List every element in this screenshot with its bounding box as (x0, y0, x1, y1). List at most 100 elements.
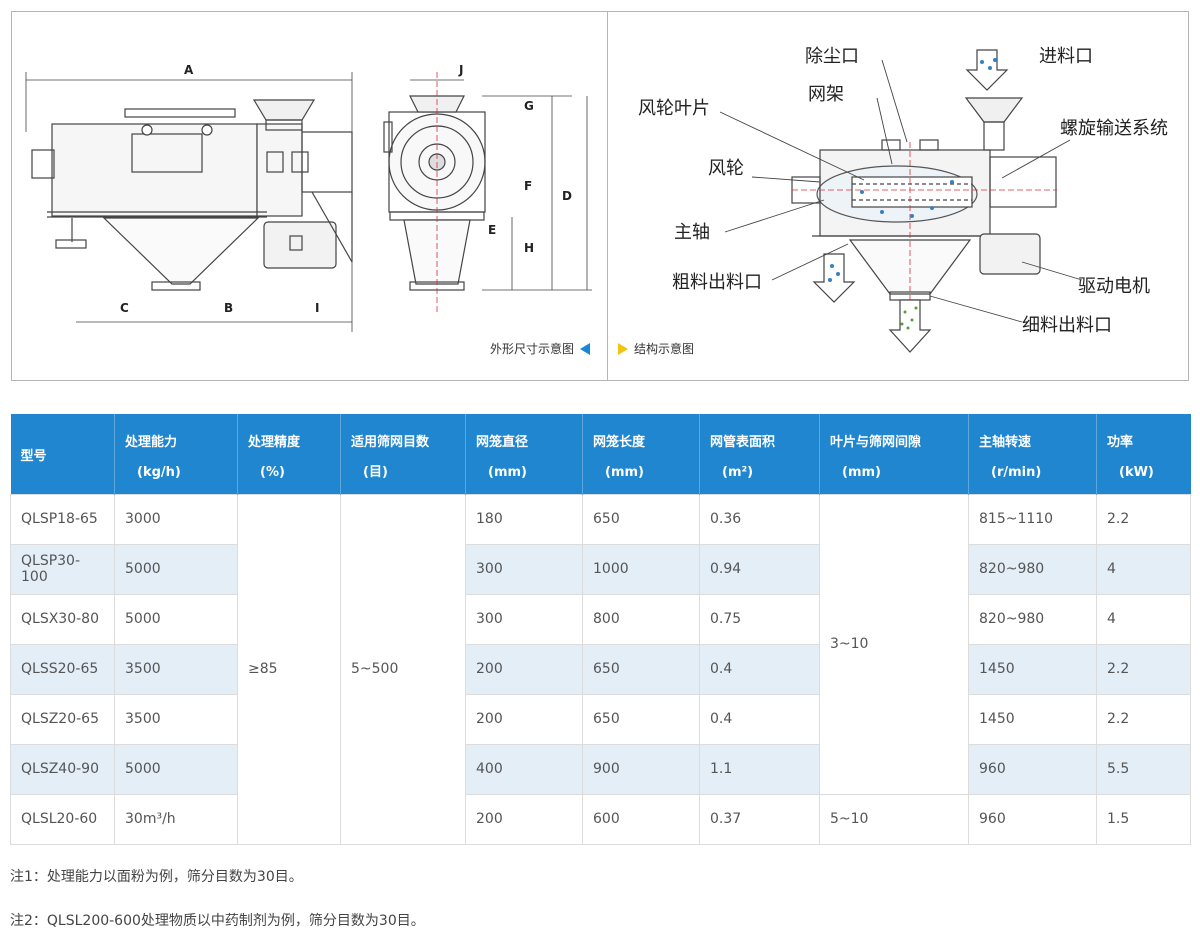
cell-capacity: 5000 (114, 743, 238, 795)
table-row: QLSP30-100 5000 300 1000 0.94 820~980 4 (10, 543, 1191, 595)
cell-area: 0.36 (699, 493, 820, 545)
dim-label-b: B (224, 301, 233, 315)
dim-label-c: C (120, 301, 129, 315)
header-blade-gap: 叶片与筛网间隙(mm) (819, 414, 969, 494)
cell-length: 650 (582, 493, 700, 545)
header-mesh: 适用筛网目数(目) (340, 414, 466, 494)
header-model: 型号 (10, 414, 115, 494)
triangle-right-icon (618, 342, 628, 355)
outline-caption-text: 外形尺寸示意图 (490, 342, 575, 356)
cell-diameter: 300 (465, 593, 583, 645)
cell-diameter: 200 (465, 693, 583, 745)
table-header-row: 型号 处理能力(kg/h) 处理精度(%) 适用筛网目数(目) 网笼直径(mm)… (10, 414, 1191, 494)
cell-capacity: 3500 (114, 643, 238, 695)
cell-length: 1000 (582, 543, 700, 595)
table-row: QLSP18-65 3000 ≥85 5~500 180 650 0.36 3~… (10, 493, 1191, 845)
cell-area: 0.4 (699, 643, 820, 695)
cell-diameter: 180 (465, 493, 583, 545)
callout-screw-conveyor: 螺旋输送系统 (1060, 118, 1168, 139)
callout-drive-motor: 驱动电机 (1078, 276, 1150, 297)
cell-speed: 1450 (968, 693, 1097, 745)
cell-length: 650 (582, 693, 700, 745)
cell-power: 1.5 (1096, 793, 1191, 845)
cell-speed: 820~980 (968, 543, 1097, 595)
callout-coarse-outlet: 粗料出料口 (672, 272, 762, 293)
dim-label-a: A (184, 63, 194, 77)
structure-caption: 结构示意图 (618, 340, 694, 357)
cell-speed: 815~1110 (968, 493, 1097, 545)
cell-model: QLSP30-100 (10, 543, 115, 595)
cell-model: QLSZ20-65 (10, 693, 115, 745)
cell-capacity: 3500 (114, 693, 238, 745)
cell-area: 1.1 (699, 743, 820, 795)
cell-model: QLSX30-80 (10, 593, 115, 645)
cell-model: QLSS20-65 (10, 643, 115, 695)
cell-gap-merged: 3~10 (819, 493, 969, 795)
cell-power: 4 (1096, 543, 1191, 595)
note-1: 注1：处理能力以面粉为例，筛分目数为30目。 (10, 869, 303, 885)
outline-caption: 外形尺寸示意图 (490, 340, 591, 357)
table-row: QLSZ40-90 5000 400 900 1.1 960 5.5 (10, 743, 1191, 795)
cell-gap: 5~10 (819, 793, 969, 845)
header-cage-diameter: 网笼直径(mm) (465, 414, 583, 494)
header-surface-area: 网管表面积(m²) (699, 414, 820, 494)
note-2: 注2：QLSL200-600处理物质以中药制剂为例，筛分目数为30目。 (10, 913, 425, 929)
cell-length: 800 (582, 593, 700, 645)
dim-label-e: E (488, 223, 496, 237)
spec-table: 型号 处理能力(kg/h) 处理精度(%) 适用筛网目数(目) 网笼直径(mm)… (10, 414, 1191, 845)
cell-length: 900 (582, 743, 700, 795)
cell-area: 0.37 (699, 793, 820, 845)
cell-area: 0.75 (699, 593, 820, 645)
cell-capacity: 5000 (114, 593, 238, 645)
dim-label-d: D (562, 189, 572, 203)
cell-capacity: 3000 (114, 493, 238, 545)
cell-diameter: 300 (465, 543, 583, 595)
cell-length: 650 (582, 643, 700, 695)
table-row: QLSS20-65 3500 200 650 0.4 1450 2.2 (10, 643, 1191, 695)
callout-dust-port: 除尘口 (805, 46, 859, 67)
cell-speed: 1450 (968, 643, 1097, 695)
cell-capacity: 30m³/h (114, 793, 238, 845)
cell-diameter: 200 (465, 643, 583, 695)
callout-feed-port: 进料口 (1039, 46, 1093, 67)
cell-capacity: 5000 (114, 543, 238, 595)
callout-wind-wheel: 风轮 (708, 158, 744, 179)
triangle-left-icon (580, 342, 591, 355)
cell-power: 2.2 (1096, 643, 1191, 695)
cell-power: 5.5 (1096, 743, 1191, 795)
dim-label-i: I (315, 301, 319, 315)
dim-label-h: H (524, 241, 534, 255)
callout-screen-frame: 网架 (808, 84, 844, 105)
cell-model: QLSZ40-90 (10, 743, 115, 795)
outline-drawing: A J G F D E H C B I (25, 49, 1083, 353)
cell-power: 2.2 (1096, 693, 1191, 745)
header-precision: 处理精度(%) (237, 414, 341, 494)
cell-length: 600 (582, 793, 700, 845)
callout-fine-outlet: 细料出料口 (1022, 315, 1112, 336)
cell-model: QLSP18-65 (10, 493, 115, 545)
cell-mesh-merged: 5~500 (340, 493, 466, 845)
table-row: QLSZ20-65 3500 200 650 0.4 1450 2.2 (10, 693, 1191, 745)
cell-area: 0.4 (699, 693, 820, 745)
cell-speed: 820~980 (968, 593, 1097, 645)
header-capacity: 处理能力(kg/h) (114, 414, 238, 494)
cell-area: 0.94 (699, 543, 820, 595)
callout-main-shaft: 主轴 (674, 222, 710, 243)
header-power: 功率(kW) (1096, 414, 1191, 494)
dim-label-j: J (458, 63, 463, 77)
cell-power: 4 (1096, 593, 1191, 645)
table-row: QLSL20-60 30m³/h 200 600 0.37 5~10 960 1… (10, 793, 1191, 845)
cell-speed: 960 (968, 743, 1097, 795)
dim-label-f: F (524, 179, 532, 193)
diagram-panel: A J G F D E H C B I 外形尺寸示意图 结构示意图 除尘口 进料… (11, 11, 1189, 381)
structure-caption-text: 结构示意图 (634, 342, 695, 356)
cell-diameter: 200 (465, 793, 583, 845)
header-shaft-speed: 主轴转速(r/min) (968, 414, 1097, 494)
table-row: QLSX30-80 5000 300 800 0.75 820~980 4 (10, 593, 1191, 645)
diagram-divider (607, 12, 608, 380)
callout-wind-wheel-blade: 风轮叶片 (638, 98, 710, 119)
dim-label-g: G (524, 99, 534, 113)
header-cage-length: 网笼长度(mm) (582, 414, 700, 494)
cell-power: 2.2 (1096, 493, 1191, 545)
cell-speed: 960 (968, 793, 1097, 845)
